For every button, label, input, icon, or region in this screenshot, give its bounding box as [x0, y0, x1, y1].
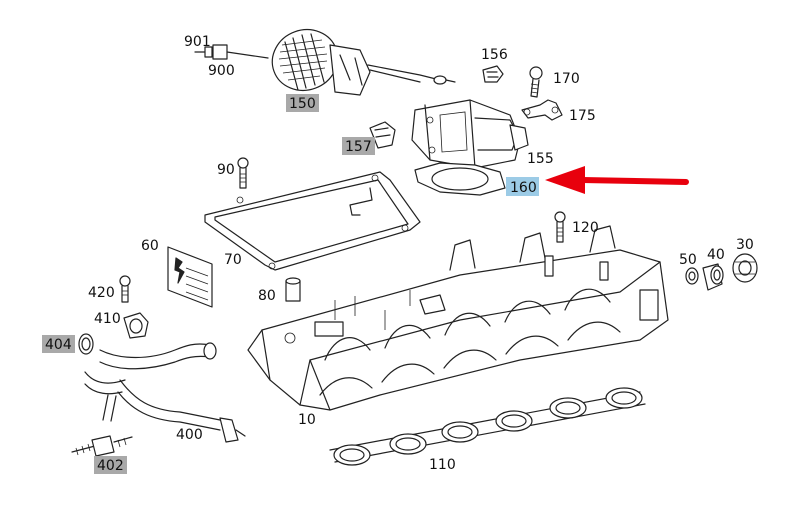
- label-80[interactable]: 80: [258, 288, 276, 304]
- label-156[interactable]: 156: [481, 47, 508, 63]
- part-90-bolt: [237, 157, 249, 189]
- label-157[interactable]: 157: [345, 139, 372, 155]
- part-402-valve: [71, 435, 133, 457]
- red-arrow-icon: [545, 166, 689, 194]
- label-410[interactable]: 410: [94, 311, 121, 327]
- label-120[interactable]: 120: [572, 220, 599, 236]
- label-70[interactable]: 70: [224, 252, 242, 268]
- part-80-spacer: [285, 277, 301, 302]
- label-400[interactable]: 400: [176, 427, 203, 443]
- part-50-ring: [685, 267, 699, 285]
- part-400-hose: [84, 342, 246, 443]
- part-175-bracket: [521, 99, 563, 121]
- part-410-clip: [123, 312, 149, 339]
- label-404[interactable]: 404: [45, 337, 72, 353]
- label-160[interactable]: 160: [510, 180, 537, 196]
- highlight-160: [506, 177, 539, 196]
- part-160-gasket: [414, 162, 506, 196]
- label-40[interactable]: 40: [707, 247, 725, 263]
- label-30[interactable]: 30: [736, 237, 754, 253]
- highlight-150: [286, 94, 319, 112]
- part-420-bolt: [119, 275, 131, 303]
- label-901[interactable]: 901: [184, 34, 211, 50]
- part-157-bracket: [369, 121, 396, 149]
- label-155[interactable]: 155: [527, 151, 554, 167]
- label-60[interactable]: 60: [141, 238, 159, 254]
- part-110-gasket-strip: [329, 387, 646, 466]
- highlight-402: [94, 456, 127, 474]
- label-10[interactable]: 10: [298, 412, 316, 428]
- part-901-900-connector: [194, 44, 269, 60]
- part-150-actuator: [271, 29, 456, 96]
- part-70-gasket-frame: [204, 171, 421, 271]
- label-170[interactable]: 170: [553, 71, 580, 87]
- part-60-warning-label: [167, 246, 213, 308]
- part-155-egr-valve: [411, 99, 529, 169]
- label-150[interactable]: 150: [289, 96, 316, 112]
- part-404-seal: [78, 333, 94, 355]
- label-90[interactable]: 90: [217, 162, 235, 178]
- highlight-404: [42, 335, 75, 353]
- label-175[interactable]: 175: [569, 108, 596, 124]
- part-30-sensor: [732, 253, 758, 283]
- part-156-clamp: [482, 65, 504, 83]
- part-120-stud: [554, 211, 566, 243]
- label-900[interactable]: 900: [208, 63, 235, 79]
- label-402[interactable]: 402: [97, 458, 124, 474]
- label-420[interactable]: 420: [88, 285, 115, 301]
- highlight-157: [342, 137, 375, 155]
- part-170-bolt: [529, 66, 543, 98]
- part-10-intake-manifold: [247, 225, 669, 411]
- label-50[interactable]: 50: [679, 252, 697, 268]
- label-110[interactable]: 110: [429, 457, 456, 473]
- part-40-fitting: [702, 263, 724, 291]
